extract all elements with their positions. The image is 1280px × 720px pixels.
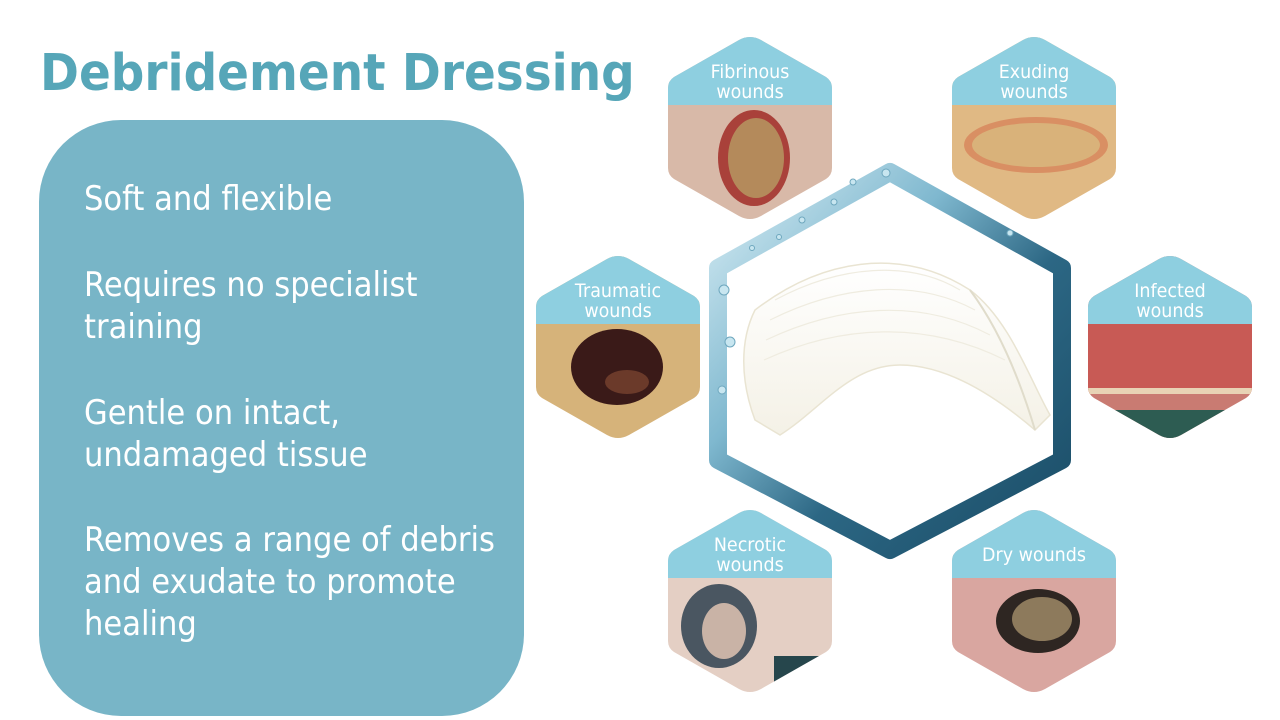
feature-item: Removes a range of debris and exudate to… [84, 519, 534, 645]
feature-line: healing [84, 604, 197, 644]
feature-box [39, 120, 524, 716]
slide-title: Debridement Dressing [40, 44, 635, 103]
feature-item: Gentle on intact, undamaged tissue [84, 392, 534, 476]
feature-line: Soft and flexible [84, 179, 333, 219]
feature-item: Requires no specialist training [84, 264, 534, 348]
feature-line: training [84, 307, 203, 347]
feature-line: and exudate to promote [84, 562, 456, 602]
feature-line: Gentle on intact, [84, 393, 341, 433]
wound-type-dry: Dry wounds [948, 506, 1120, 696]
feature-line: Removes a range of debris [84, 520, 495, 560]
feature-line: Requires no specialist [84, 265, 418, 305]
dressing-product-image [700, 160, 1080, 560]
wound-label: Dry wounds [982, 544, 1086, 566]
feature-item: Soft and flexible [84, 178, 534, 220]
feature-line: undamaged tissue [84, 435, 368, 475]
